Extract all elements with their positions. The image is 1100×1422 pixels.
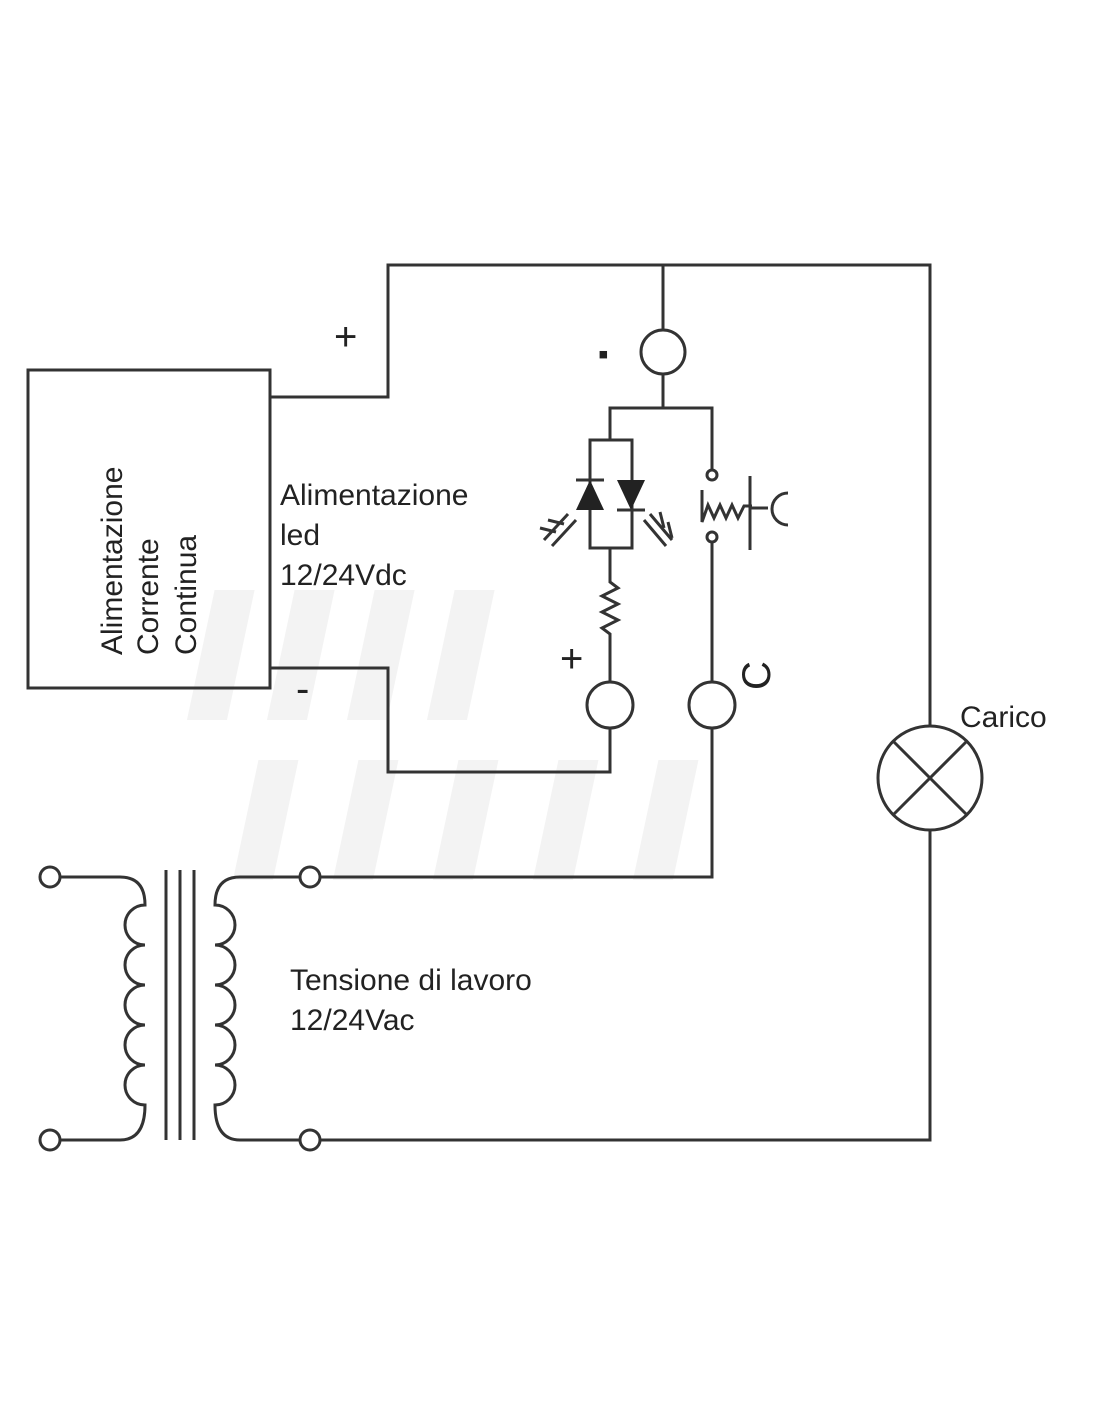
wire-load-transformer <box>320 830 932 1142</box>
load-label: Carico <box>960 701 1047 734</box>
psu-label-1: Alimentazione <box>96 467 129 655</box>
led-supply-label-1: Alimentazione <box>280 479 468 512</box>
psu-label-3: Continua <box>170 535 203 655</box>
lamp-icon <box>876 724 984 832</box>
terminal-plus <box>585 680 635 730</box>
terminal-c-label: C <box>735 661 779 690</box>
wire-negative <box>270 666 612 774</box>
terminal-plus-label: + <box>560 637 583 681</box>
dc-power-supply-box <box>26 368 272 690</box>
working-voltage-label-2: 12/24Vac <box>290 1004 415 1037</box>
psu-label-2: Corrente <box>132 538 165 655</box>
wire-split <box>608 406 714 470</box>
resistor-icon <box>598 548 622 682</box>
terminal-minus <box>639 328 687 376</box>
working-voltage-label-1: Tensione di lavoro <box>290 964 532 997</box>
watermark-logo <box>186 590 699 880</box>
terminal-minus-label: ▪ <box>598 338 609 371</box>
wire-positive-load <box>270 263 932 726</box>
transformer-icon <box>38 865 322 1152</box>
psu-plus-label: + <box>334 315 357 359</box>
wire-c-transformer <box>320 728 714 879</box>
led-supply-label-3: 12/24Vdc <box>280 559 407 592</box>
psu-minus-label: - <box>296 667 309 711</box>
thermal-switch-icon <box>700 468 789 550</box>
led-pair-icon <box>539 438 674 550</box>
led-supply-label-2: led <box>280 519 320 552</box>
terminal-c <box>687 680 737 730</box>
